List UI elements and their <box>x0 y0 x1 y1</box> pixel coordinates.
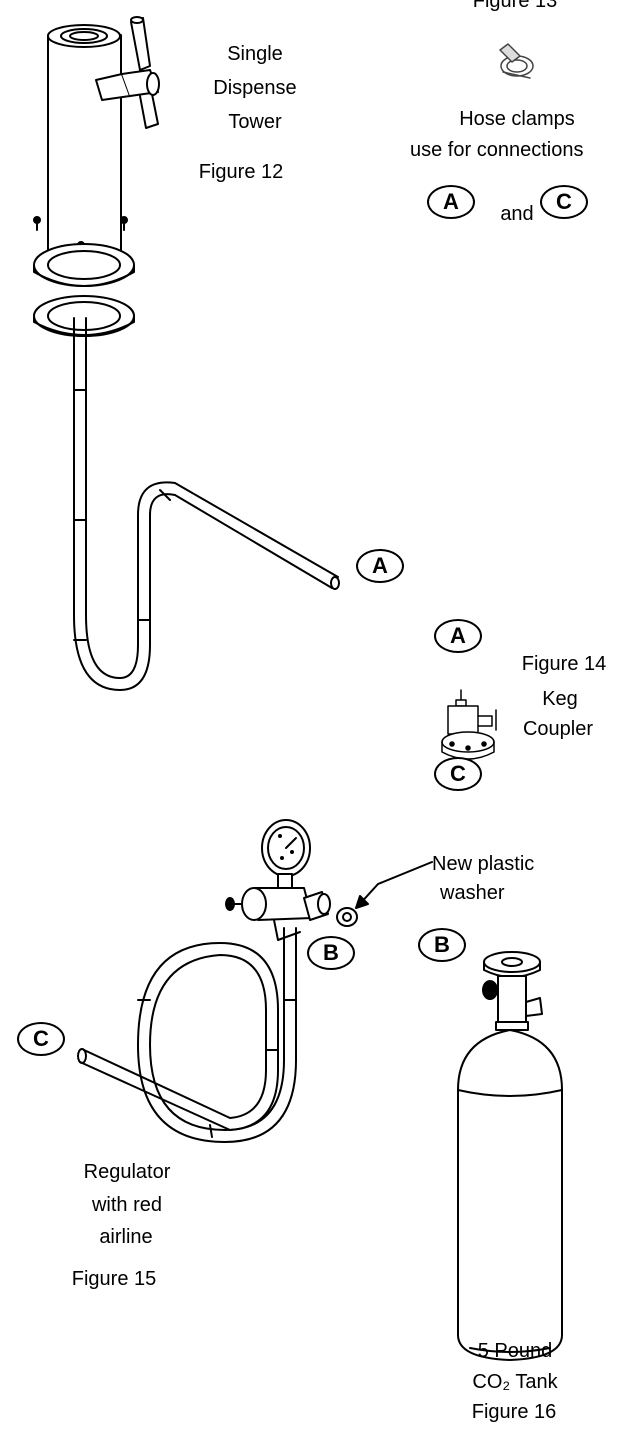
regulator-name-line-3: airline <box>99 1226 153 1248</box>
regulator-badge-b: B <box>307 936 355 970</box>
hose-clamp-drawing <box>499 43 534 79</box>
coupler-badge-a: A <box>434 619 482 653</box>
washer-note-line-1: New plastic <box>432 853 535 875</box>
tank-badge-b: B <box>418 928 466 962</box>
figure-15-caption: Figure 15 <box>71 1268 157 1290</box>
hose-end-badge-a: A <box>356 549 404 583</box>
figure-12-caption: Figure 12 <box>198 161 284 183</box>
hose-clamp-note-line-1: Hose clamps <box>459 108 575 130</box>
tower-title-line-1: Single <box>227 43 283 65</box>
tower-title-line-2: Dispense <box>213 77 297 99</box>
connection-badge-c: C <box>540 185 588 219</box>
washer-note-line-2: washer <box>440 882 505 904</box>
regulator-drawing <box>77 819 433 1143</box>
keg-coupler-drawing <box>441 689 497 760</box>
figure-16-caption: Figure 16 <box>471 1401 557 1423</box>
keg-coupler-name-line-2: Coupler <box>522 718 594 740</box>
co2-tank-name-line-2: CO₂ Tank <box>472 1371 558 1393</box>
keg-coupler-name-line-1: Keg <box>542 688 578 710</box>
hose-clamp-note-line-2: use for connections <box>410 139 584 161</box>
co2-tank-name-line-1: 5 Pound <box>477 1340 553 1362</box>
regulator-name-line-2: with red <box>91 1194 163 1216</box>
tower-title-line-3: Tower <box>228 111 282 133</box>
figure-13-caption: Figure 13 <box>472 0 558 12</box>
and-connector-text: and <box>500 203 534 225</box>
dispense-tower-drawing <box>33 16 340 691</box>
co2-tank-drawing <box>457 951 563 1361</box>
regulator-name-line-1: Regulator <box>83 1161 171 1183</box>
connection-badge-a: A <box>427 185 475 219</box>
figure-14-caption: Figure 14 <box>521 653 607 675</box>
airline-badge-c: C <box>17 1022 65 1056</box>
coupler-badge-c: C <box>434 757 482 791</box>
